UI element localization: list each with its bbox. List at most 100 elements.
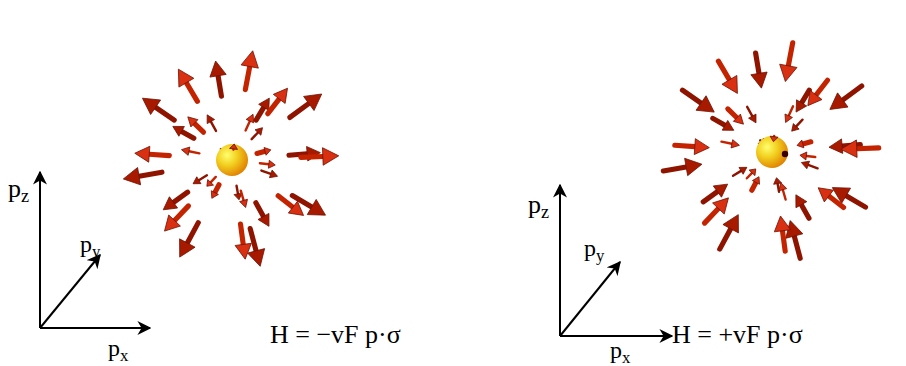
arrow-head (123, 168, 140, 185)
field-arrow (792, 120, 803, 131)
arrow-head (770, 136, 778, 141)
arrow-head (696, 96, 714, 112)
arrow-head (749, 169, 756, 176)
field-arrow (256, 98, 269, 120)
arrow-head (207, 115, 214, 124)
field-arrow (193, 175, 207, 183)
arrow-shaft (782, 231, 785, 251)
field-arrow (830, 86, 862, 109)
field-arrow (301, 148, 339, 165)
arrow-head (180, 239, 195, 257)
field-arrow (230, 144, 238, 150)
arrow-head (307, 199, 325, 215)
arrow-shaft (245, 67, 249, 90)
arrow-head (685, 158, 702, 175)
arrow-head (135, 146, 150, 162)
arrow-shaft (194, 123, 203, 132)
arrow-shaft (215, 185, 219, 193)
arrows-back (663, 53, 865, 258)
field-arrow (770, 136, 778, 142)
arrow-head (785, 114, 792, 123)
field-arrow (774, 216, 790, 251)
arrow-head (230, 144, 238, 149)
field-arrow (241, 51, 258, 90)
sphere (756, 136, 788, 168)
arrow-shaft (290, 104, 309, 118)
arrow-shaft (237, 186, 238, 194)
arrow-head (792, 124, 799, 132)
arrow-head (188, 117, 198, 127)
arrow-head (796, 195, 807, 208)
hedgehog-outward (123, 51, 338, 267)
arrow-head (751, 72, 767, 88)
arrow-head (723, 215, 738, 233)
field-arrow (211, 185, 219, 199)
arrow-shaft (752, 182, 756, 190)
arrow-shaft (713, 118, 725, 125)
field-arrow (675, 139, 709, 155)
field-arrow (801, 161, 817, 169)
arrow-shaft (843, 86, 862, 100)
arrow-shaft (250, 229, 256, 251)
field-arrow (682, 90, 714, 112)
arrow-head (749, 114, 756, 123)
field-arrow (180, 223, 199, 257)
arrow-head (322, 148, 338, 165)
arrow-head (181, 147, 189, 155)
arrow-shaft (720, 229, 731, 249)
arrow-head (722, 75, 737, 93)
arrow-head (235, 243, 251, 259)
field-arrow (181, 147, 199, 155)
arrow-shaft (747, 107, 752, 116)
arrow-shaft (808, 165, 817, 168)
field-arrow (188, 117, 204, 132)
field-arrow (728, 109, 744, 124)
arrow-shaft (682, 90, 701, 103)
field-arrow (240, 191, 248, 208)
arrow-head (246, 114, 253, 123)
arrow-head (796, 100, 807, 112)
arrow-shaft (728, 109, 737, 118)
arrows-front (675, 43, 879, 251)
arrow-shaft (173, 192, 187, 202)
arrow-head (808, 90, 822, 105)
arrow-head (211, 191, 218, 199)
arrow-shaft (733, 171, 741, 176)
arrow-shaft (257, 151, 265, 153)
arrow-head (713, 198, 729, 214)
arrow-head (304, 94, 322, 111)
field-arrow (290, 94, 322, 117)
arrow-shaft (846, 196, 865, 207)
arrow-head (713, 184, 727, 197)
axis-label: py (584, 236, 604, 260)
axis-label: pz (8, 176, 29, 202)
arrow-head (797, 140, 804, 148)
field-arrow (207, 177, 216, 186)
field-arrow (779, 183, 787, 200)
arrow-head (165, 215, 181, 231)
axis-py (560, 262, 620, 336)
axis-pz (39, 172, 41, 328)
axis-label: py (80, 232, 100, 256)
axis-label: px (610, 338, 630, 362)
arrow-shaft (175, 206, 189, 221)
arrow-shaft (829, 196, 844, 207)
field-arrow (165, 206, 189, 231)
field-arrow (721, 140, 739, 148)
arrow-shaft (256, 107, 264, 120)
sphere-dot (782, 151, 788, 157)
arrow-head (264, 147, 271, 155)
arrow-shaft (139, 172, 162, 176)
field-arrow (207, 115, 216, 131)
arrow-shaft (256, 203, 264, 217)
field-arrow (718, 61, 737, 93)
arrow-shaft (241, 224, 244, 244)
arrow-head (240, 199, 248, 207)
hamiltonian-equation: H = −vF p·σ (270, 322, 401, 348)
field-arrow (752, 177, 760, 191)
arrow-shaft (788, 43, 792, 66)
arrow-shaft (721, 142, 731, 144)
arrow-head (722, 120, 734, 130)
field-arrow (818, 188, 843, 208)
hedgehog-inward (663, 43, 878, 259)
